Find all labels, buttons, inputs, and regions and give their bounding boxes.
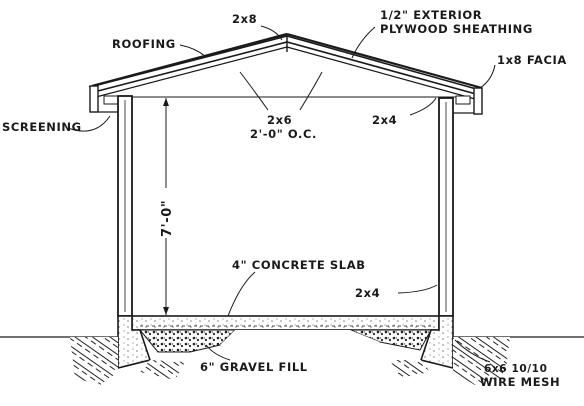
roofing-layer-left: [91, 32, 288, 88]
label-plate: 2x4: [372, 113, 397, 127]
label-mesh-1: 6x6 10/10: [484, 363, 548, 375]
label-gravel: 6" GRAVEL FILL: [200, 360, 308, 374]
label-rafter-1: 2x6: [267, 113, 292, 127]
label-sheathing-2: PLYWOOD SHEATHING: [380, 22, 533, 36]
label-roofing: ROOFING: [112, 37, 176, 51]
leader-lines: [67, 25, 496, 363]
label-sheathing-1: 1/2" EXTERIOR: [380, 8, 482, 22]
left-block: [103, 95, 119, 105]
label-stud: 2x4: [355, 286, 380, 300]
rafter-left: [95, 46, 288, 98]
gravel-fill-left: [138, 329, 237, 353]
label-height: 7'-0": [160, 200, 175, 237]
label-facia: 1x8 FACIA: [497, 53, 567, 67]
earth: [0, 336, 584, 385]
label-rafter-top: 2x8: [232, 12, 257, 26]
concrete-slab: [131, 315, 440, 331]
right-block: [455, 95, 471, 105]
roofing-layer-right: [286, 32, 483, 90]
label-screening: SCREENING: [2, 120, 82, 134]
right-eave-facia: [473, 87, 483, 115]
label-mesh-2: WIRE MESH: [480, 375, 560, 389]
left-eave-facia: [89, 85, 99, 113]
gravel-center: [220, 330, 380, 345]
label-rafter-2: 2'-0" O.C.: [250, 127, 317, 141]
label-slab: 4" CONCRETE SLAB: [232, 258, 366, 272]
rafter-right: [286, 46, 476, 100]
height-dimension: [158, 98, 174, 315]
